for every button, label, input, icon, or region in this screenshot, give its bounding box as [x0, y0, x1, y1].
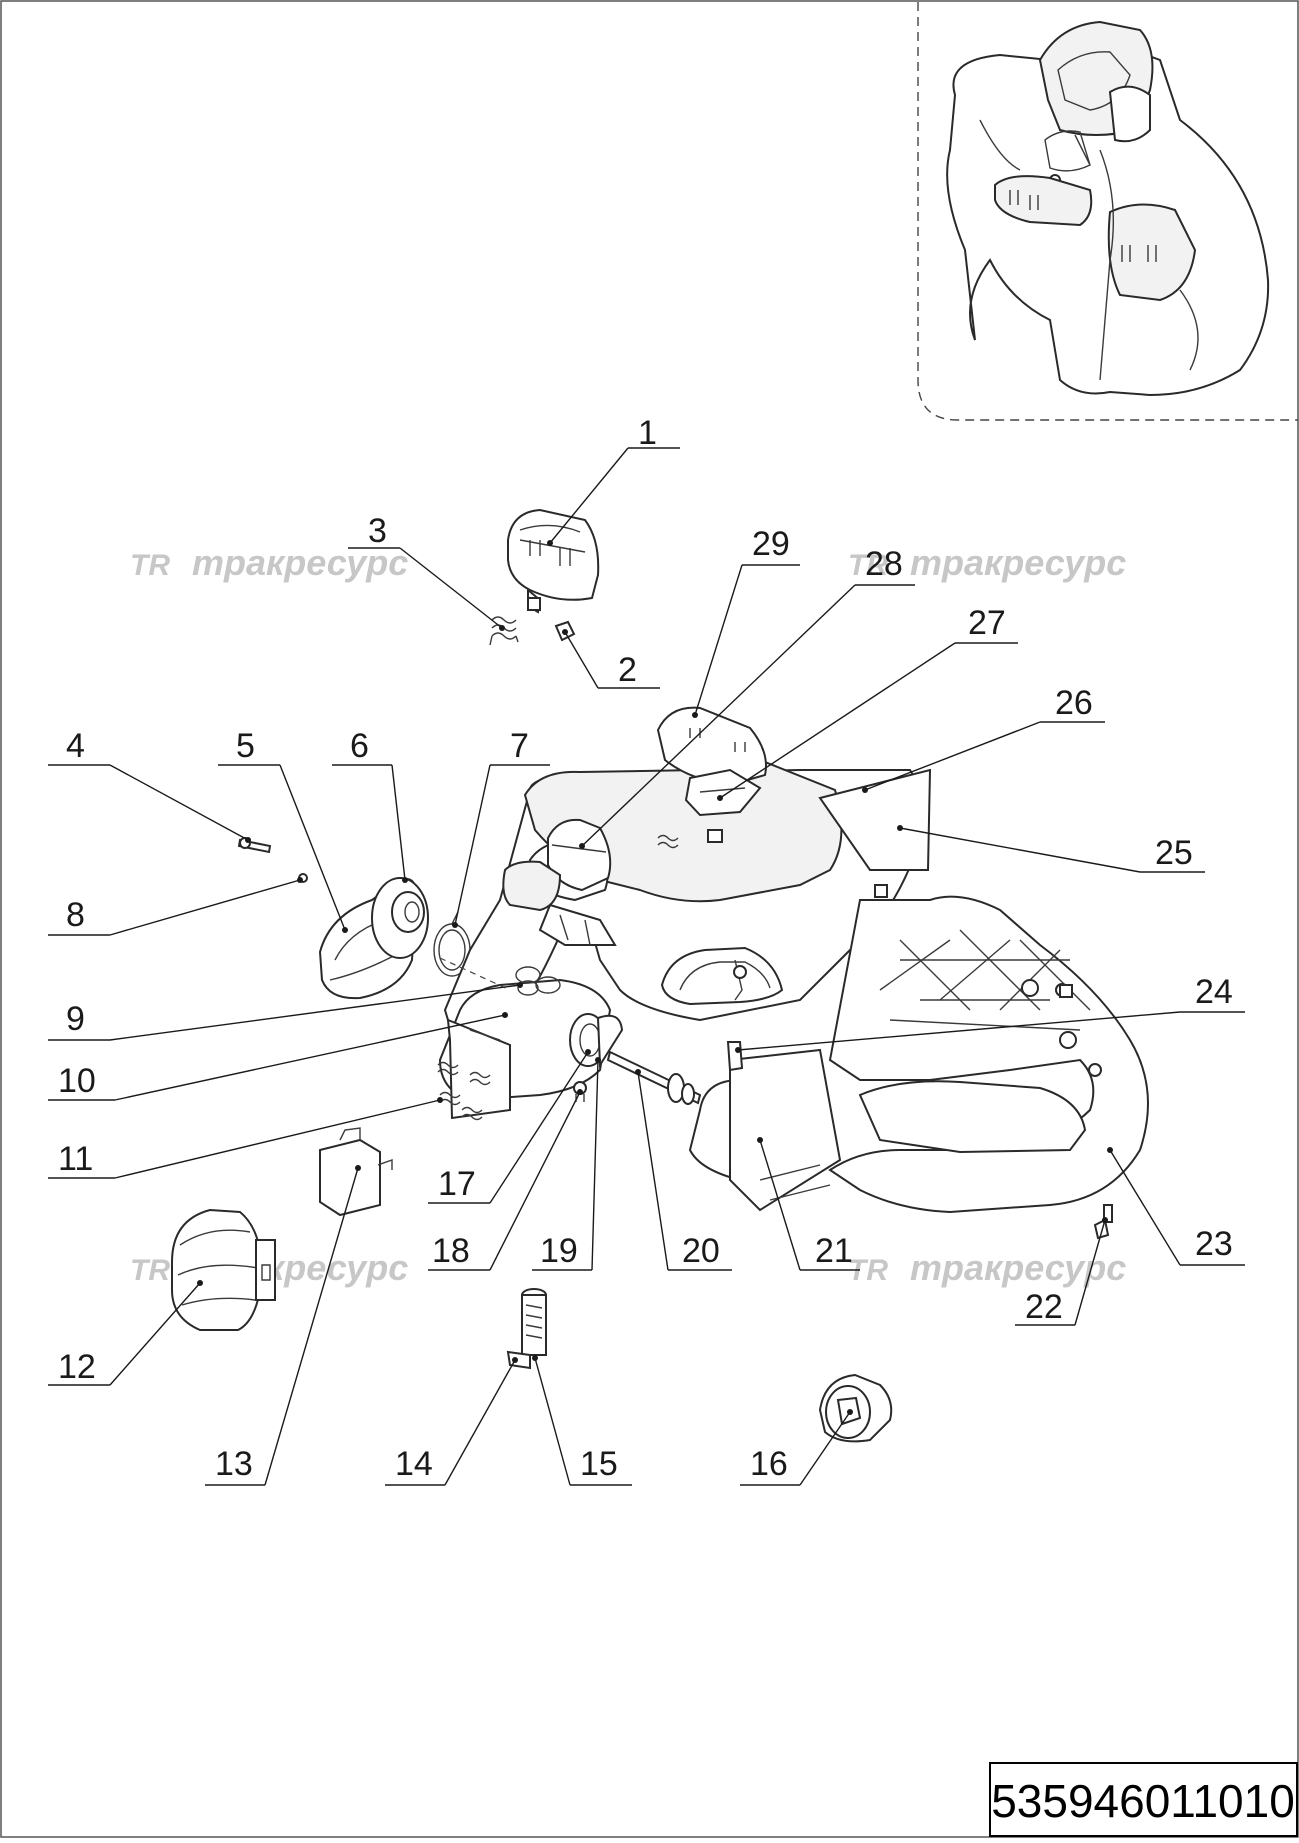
- callout-number: 19: [540, 1232, 578, 1270]
- callout-number: 1: [638, 414, 657, 452]
- part-number-box: 535946011010: [989, 1762, 1298, 1837]
- assembly-axis-line: [439, 957, 511, 991]
- callout-9: 9: [48, 982, 523, 1041]
- callout-number: 22: [1025, 1288, 1063, 1326]
- callout-15: 15: [532, 1355, 632, 1486]
- callout-1: 1: [547, 414, 680, 546]
- callout-16: 16: [740, 1409, 853, 1486]
- callout-18: 18: [428, 1089, 583, 1271]
- part-number-text: 535946011010: [991, 1775, 1295, 1827]
- callout-21: 21: [757, 1137, 860, 1271]
- callout-22: 22: [1015, 1217, 1108, 1326]
- callout-number: 26: [1055, 684, 1093, 722]
- callout-7: 7: [452, 727, 550, 928]
- part-long-rod: [606, 1050, 702, 1105]
- callout-4: 4: [48, 727, 251, 843]
- watermark-top-left: TR тракресурс: [130, 542, 408, 583]
- watermark-top-right: TR тракресурс: [848, 542, 1126, 583]
- callout-number: 29: [752, 525, 790, 563]
- part-cap-reel: [371, 877, 429, 959]
- watermark-text: тракресурс: [192, 542, 408, 583]
- callout-number: 3: [368, 512, 387, 550]
- callout-27: 27: [717, 604, 1018, 801]
- callout-12: 12: [48, 1280, 203, 1386]
- part-upper-switch: [502, 818, 612, 912]
- callout-number: 21: [815, 1232, 853, 1270]
- callouts: 1 2 3 4 5: [48, 414, 1245, 1486]
- callout-26: 26: [862, 684, 1105, 793]
- callout-number: 11: [58, 1140, 93, 1178]
- callout-number: 23: [1195, 1225, 1233, 1263]
- callout-number: 7: [510, 727, 529, 765]
- watermark-text: тракресурс: [910, 1247, 1126, 1288]
- callout-number: 8: [66, 896, 85, 934]
- callout-number: 12: [58, 1348, 96, 1386]
- part-small-spring: [657, 829, 723, 849]
- callout-number: 6: [350, 727, 369, 765]
- callout-number: 9: [66, 1000, 85, 1038]
- callout-number: 28: [865, 545, 903, 583]
- callout-number: 13: [215, 1445, 253, 1483]
- part-number-frame: [989, 1762, 1298, 1837]
- callout-number: 24: [1195, 973, 1233, 1011]
- part-rear-u-handle: [828, 884, 1149, 1240]
- callout-29: 29: [692, 525, 800, 718]
- callout-3: 3: [348, 512, 505, 631]
- callout-20: 20: [635, 1069, 732, 1271]
- watermark-bottom-right: TR тракресурс: [848, 1247, 1126, 1288]
- watermark-logo: TR: [130, 1254, 170, 1287]
- callout-number: 14: [395, 1445, 433, 1483]
- callout-28: 28: [579, 545, 915, 849]
- inset-dashed-border: [917, 2, 1298, 421]
- callout-11: 11: [48, 1097, 443, 1179]
- callout-number: 25: [1155, 834, 1193, 872]
- part-slider: [684, 768, 762, 817]
- watermark-logo: TR: [848, 549, 888, 582]
- detail-inset: [917, 2, 1298, 421]
- callout-number: 16: [750, 1445, 788, 1483]
- callout-19: 19: [532, 1057, 601, 1271]
- callout-number: 17: [438, 1165, 476, 1203]
- callout-13: 13: [205, 1165, 361, 1486]
- callout-5: 5: [218, 727, 348, 933]
- part-push-rod: [506, 1288, 547, 1370]
- callout-number: 2: [618, 651, 637, 689]
- watermark-text: тракресурс: [910, 542, 1126, 583]
- parts-group: [171, 508, 1149, 1443]
- callout-number: 5: [236, 727, 255, 765]
- callout-10: 10: [48, 1012, 508, 1101]
- callout-number: 4: [66, 727, 85, 765]
- part-side-grip: [688, 1048, 842, 1212]
- part-clip-box: [319, 1127, 393, 1217]
- watermark-logo: TR: [130, 549, 170, 582]
- callout-8: 8: [48, 877, 303, 936]
- callout-2: 2: [562, 629, 660, 689]
- callout-14: 14: [385, 1357, 518, 1486]
- callout-25: 25: [897, 825, 1205, 873]
- part-pin: [237, 837, 272, 854]
- callout-number: 18: [432, 1232, 470, 1270]
- callout-17: 17: [428, 1049, 591, 1204]
- callout-24: 24: [735, 973, 1245, 1053]
- callout-6: 6: [332, 727, 408, 883]
- part-top-pad: [656, 706, 767, 787]
- part-switch-cover: [507, 508, 600, 614]
- part-knob: [818, 1373, 893, 1443]
- part-cover: [171, 1208, 276, 1331]
- inset-handle-view: [946, 20, 1270, 397]
- callout-number: 20: [682, 1232, 720, 1270]
- part-spring: [489, 616, 519, 646]
- callout-number: 10: [58, 1062, 96, 1100]
- callout-number: 15: [580, 1445, 618, 1483]
- callout-23: 23: [1107, 1147, 1245, 1266]
- part-bracket: [726, 1041, 744, 1072]
- callout-number: 27: [968, 604, 1006, 642]
